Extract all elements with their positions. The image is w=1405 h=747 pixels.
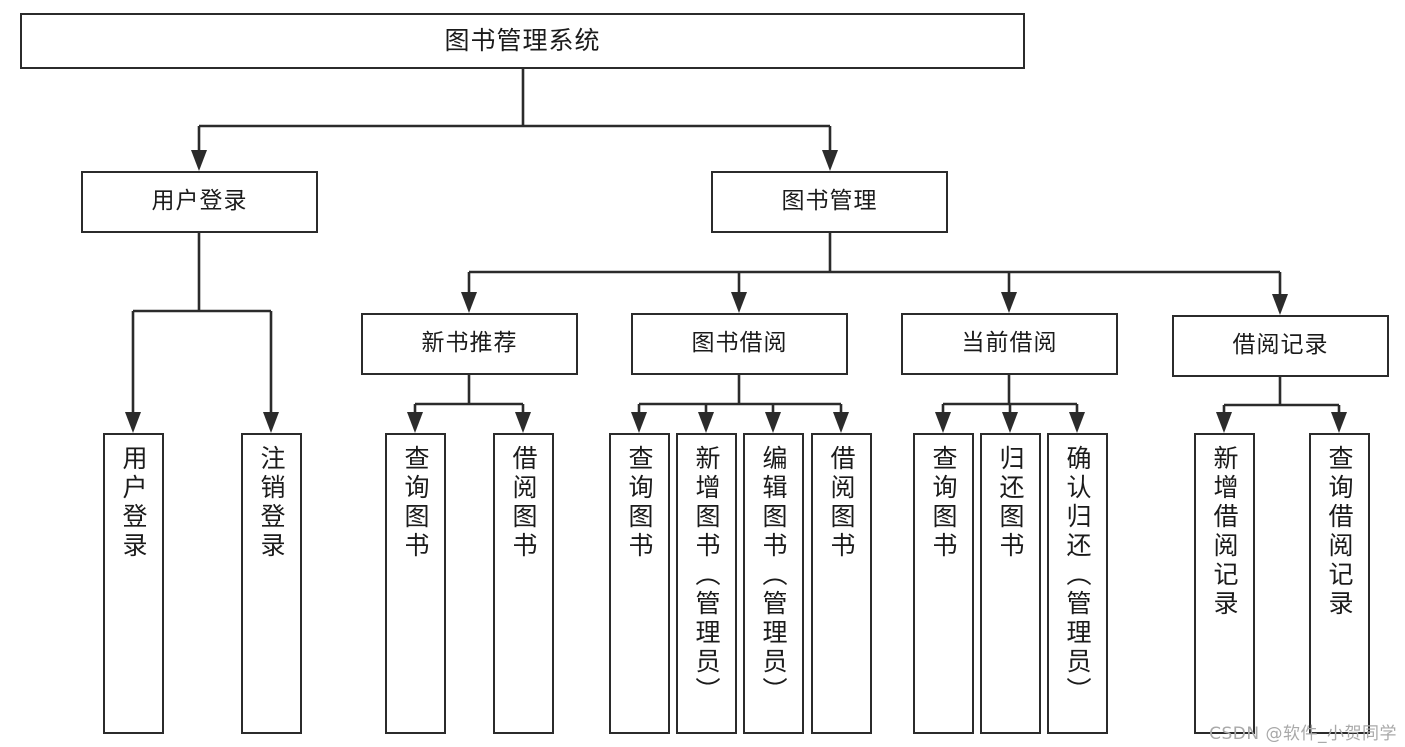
node-leaf-add-record[interactable]: 新增借阅记录 [1194, 433, 1255, 734]
arrow-bb-4 [833, 412, 849, 433]
node-current-borrow[interactable]: 当前借阅 [901, 313, 1118, 375]
arrow-cb-3 [1069, 412, 1085, 433]
node-root-label: 图书管理系统 [444, 26, 601, 55]
arrow-br-2 [1331, 412, 1347, 433]
node-leaf-user-logout[interactable]: 注销登录 [241, 433, 302, 734]
node-leaf-return-book-label: 归还图书 [996, 445, 1025, 561]
arrow-bb-1 [631, 412, 647, 433]
node-new-book-rec-label: 新书推荐 [421, 330, 518, 357]
arrow-bb-3 [765, 412, 781, 433]
arrow-nbr-2 [515, 412, 531, 433]
arrow-new-book-rec [461, 292, 477, 313]
node-leaf-user-logout-label: 注销登录 [257, 445, 286, 561]
node-leaf-user-login-label: 用户登录 [119, 445, 148, 561]
node-user-login-label: 用户登录 [151, 188, 248, 215]
node-leaf-query-book-2-label: 查询图书 [625, 445, 654, 561]
node-leaf-query-book-1[interactable]: 查询图书 [385, 433, 446, 734]
node-leaf-add-record-label: 新增借阅记录 [1210, 445, 1239, 619]
arrow-leaf-user-login [125, 412, 141, 433]
arrow-book-manage [822, 150, 838, 171]
arrow-nbr-1 [407, 412, 423, 433]
node-user-login[interactable]: 用户登录 [81, 171, 318, 233]
node-leaf-borrow-book-1-label: 借阅图书 [509, 445, 538, 561]
arrow-user-login [191, 150, 207, 171]
node-leaf-query-book-1-label: 查询图书 [401, 445, 430, 561]
node-leaf-query-record-label: 查询借阅记录 [1325, 445, 1354, 619]
arrow-borrow-record [1272, 294, 1288, 315]
node-leaf-user-login[interactable]: 用户登录 [103, 433, 164, 734]
node-leaf-return-book[interactable]: 归还图书 [980, 433, 1041, 734]
arrow-cb-1 [935, 412, 951, 433]
node-leaf-query-book-3[interactable]: 查询图书 [913, 433, 974, 734]
arrow-cb-2 [1002, 412, 1018, 433]
node-new-book-rec[interactable]: 新书推荐 [361, 313, 578, 375]
arrow-current-borrow [1001, 292, 1017, 313]
arrow-leaf-user-logout [263, 412, 279, 433]
node-leaf-edit-book[interactable]: 编辑图书（管理员） [743, 433, 804, 734]
node-leaf-add-book-label: 新增图书（管理员） [692, 445, 721, 706]
arrow-book-borrow [731, 292, 747, 313]
node-book-manage-label: 图书管理 [781, 188, 878, 215]
node-leaf-borrow-book-2-label: 借阅图书 [827, 445, 856, 561]
csdn-watermark: CSDN @软件_小贺同学 [1209, 724, 1397, 744]
node-borrow-record[interactable]: 借阅记录 [1172, 315, 1389, 377]
node-leaf-confirm-return-label: 确认归还（管理员） [1063, 445, 1092, 706]
node-leaf-query-book-2[interactable]: 查询图书 [609, 433, 670, 734]
node-current-borrow-label: 当前借阅 [961, 330, 1058, 357]
node-book-manage[interactable]: 图书管理 [711, 171, 948, 233]
node-book-borrow-label: 图书借阅 [691, 330, 788, 357]
node-leaf-edit-book-label: 编辑图书（管理员） [759, 445, 788, 706]
node-leaf-add-book[interactable]: 新增图书（管理员） [676, 433, 737, 734]
node-leaf-confirm-return[interactable]: 确认归还（管理员） [1047, 433, 1108, 734]
node-leaf-borrow-book-1[interactable]: 借阅图书 [493, 433, 554, 734]
node-book-borrow[interactable]: 图书借阅 [631, 313, 848, 375]
node-borrow-record-label: 借阅记录 [1232, 332, 1329, 359]
arrow-br-1 [1216, 412, 1232, 433]
node-leaf-borrow-book-2[interactable]: 借阅图书 [811, 433, 872, 734]
arrow-bb-2 [698, 412, 714, 433]
node-leaf-query-record[interactable]: 查询借阅记录 [1309, 433, 1370, 734]
node-root[interactable]: 图书管理系统 [20, 13, 1025, 69]
node-leaf-query-book-3-label: 查询图书 [929, 445, 958, 561]
